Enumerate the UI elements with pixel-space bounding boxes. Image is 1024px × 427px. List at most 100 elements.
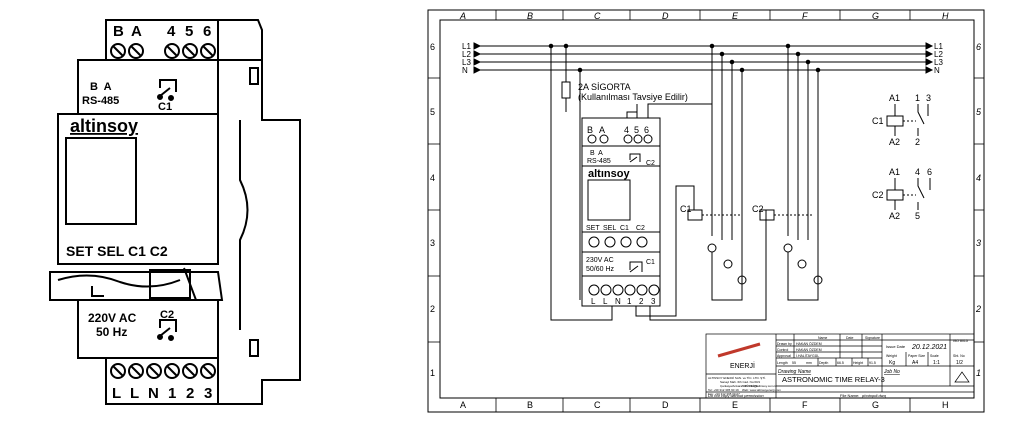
tb-iso: ISO 8015 <box>953 339 968 343</box>
sch-bus-letters: B A <box>590 150 603 157</box>
col-bottom-c: C <box>594 400 601 410</box>
sch-term-n: N <box>615 297 621 306</box>
tb-job-no-label: Job No <box>883 369 900 375</box>
tb-length-label: Length <box>777 361 788 365</box>
tb-row-drawn: Drawn by <box>777 342 792 346</box>
tb-row-control: Control <box>777 348 789 352</box>
device-side-profile <box>218 59 301 405</box>
tb-row-approval: Approval <box>777 354 791 358</box>
sch-btn-c1: C1 <box>620 225 629 232</box>
legend1-t1: 1 <box>915 93 920 103</box>
tb-drawing-name-label: Drawing Name <box>778 369 811 375</box>
top-terminal-label-5: 5 <box>185 23 193 40</box>
schematic-wiring <box>548 43 823 321</box>
bus-label-l2-left: L2 <box>462 50 471 59</box>
col-top-c: C <box>594 11 601 21</box>
sch-btn-sel: SEL <box>603 225 616 232</box>
tb-sheet-label: Sht. No <box>953 354 965 358</box>
outer-border <box>427 9 985 413</box>
tb-weight-label: Weight <box>886 354 897 358</box>
top-screw-3 <box>164 43 180 59</box>
bus-label-l2-right: L2 <box>934 50 943 59</box>
bus-label-l1-left: L1 <box>462 42 471 51</box>
relay-c2-symbol <box>159 319 177 332</box>
legend1-a1: A1 <box>889 93 900 103</box>
sch-btn-c2: C2 <box>636 225 645 232</box>
device-bus-letters: B A <box>90 81 112 93</box>
legend-relays <box>886 104 931 210</box>
legend2-coil: C2 <box>872 190 884 200</box>
row-right-6: 6 <box>976 42 981 52</box>
tb-tel: Tel: +90 312 395 90 19 <box>708 388 739 392</box>
fuse-label-1: 2A SİGORTA <box>578 82 631 92</box>
col-bottom-d: D <box>662 400 669 410</box>
top-terminal-side <box>218 19 263 61</box>
sch-terminal-5: 5 <box>634 125 639 135</box>
bus-label-l3-right: L3 <box>934 58 943 67</box>
legend-relay-1-coil <box>886 115 904 127</box>
title-block-text: ENERJİ Name Date Signature Drawn by HAKA… <box>708 336 968 398</box>
din-rail-clip <box>239 120 249 330</box>
device-brand: altinsoy <box>70 116 138 136</box>
tb-weight-val: Kg <box>889 360 895 366</box>
tb-height-val: 91.5 <box>869 361 876 365</box>
row-right-1: 1 <box>976 368 981 378</box>
sch-bus-label: RS-485 <box>587 158 611 165</box>
tb-col-signature: Signature <box>865 336 880 340</box>
device-supply-voltage: 220V AC <box>88 311 137 325</box>
row-left-3: 3 <box>430 238 435 248</box>
tb-sheet: 1/2 <box>956 360 963 366</box>
sch-term-2: 2 <box>639 297 644 306</box>
device-c1-label: C1 <box>158 101 172 113</box>
col-bottom-a: A <box>460 400 466 410</box>
sch-brand: altınsoy <box>588 168 630 180</box>
bus-labels: L1 L2 L3 N L1 L2 L3 N <box>462 42 943 75</box>
legend2-t2: 6 <box>927 167 932 177</box>
sch-freq: 50/60 Hz <box>586 266 615 273</box>
relay-c1-symbol <box>159 79 177 92</box>
fuse-label-2: (Kullanılması Tavsiye Edilir) <box>578 92 688 102</box>
schematic-text: 2A SİGORTA (Kullanılması Tavsiye Edilir)… <box>578 82 932 306</box>
inner-border <box>439 19 975 399</box>
top-terminal-label-6: 6 <box>203 23 211 40</box>
tb-row-approval-name: İ.HALİTAYGÜL <box>796 353 819 358</box>
sch-voltage: 230V AC <box>586 257 614 264</box>
legend2-a2: A2 <box>889 211 900 221</box>
title-block <box>705 333 975 399</box>
sch-term-l1: L <box>591 297 596 306</box>
row-left-6: 6 <box>430 42 435 52</box>
tb-length-val: 55 <box>792 361 796 365</box>
lcd-window <box>65 137 137 225</box>
bus-label-l1-right: L1 <box>934 42 943 51</box>
top-terminal-label-b: B <box>113 23 124 40</box>
sch-c1: C1 <box>646 259 655 266</box>
legend1-t2: 3 <box>926 93 931 103</box>
sch-term-3: 3 <box>651 297 656 306</box>
row-right-2: 2 <box>975 304 981 314</box>
col-top-h: H <box>942 11 949 21</box>
row-right-3: 3 <box>976 238 981 248</box>
tb-row-control-name: HAKAN ÖZDEM <box>796 348 822 352</box>
sch-terminal-4: 4 <box>624 125 629 135</box>
device-c2-label: C2 <box>160 309 174 321</box>
side-slot-bottom <box>249 339 259 357</box>
tb-company: ALTINSOY ENERJİ SAN. ve TİC. LTD. ŞTİ. <box>708 375 766 380</box>
row-right-4: 4 <box>976 173 981 183</box>
tb-copy-note: Do not copy without permission <box>708 393 764 398</box>
sch-terminal-6: 6 <box>644 125 649 135</box>
schematic-device <box>581 117 661 307</box>
tb-length-unit: mm <box>806 361 812 365</box>
tb-web: Web: www.altinsoyenerji.com <box>742 388 781 392</box>
row-left-5: 5 <box>430 107 435 117</box>
tb-issue-date: 20.12.2021 <box>911 344 947 351</box>
schematic-device-body <box>581 117 661 307</box>
col-top-f: F <box>802 11 808 21</box>
tb-scale-label: Scale <box>930 354 939 358</box>
sch-term-1: 1 <box>627 297 632 306</box>
tb-address-1: Sanayi Mah. 6th Cad. No:60/1 <box>720 380 761 384</box>
logo-swoosh <box>717 342 761 358</box>
tb-drawing-name: ASTRONOMIC TIME RELAY-3 <box>782 375 885 384</box>
col-top-d: D <box>662 11 669 21</box>
col-bottom-g: G <box>872 400 879 410</box>
